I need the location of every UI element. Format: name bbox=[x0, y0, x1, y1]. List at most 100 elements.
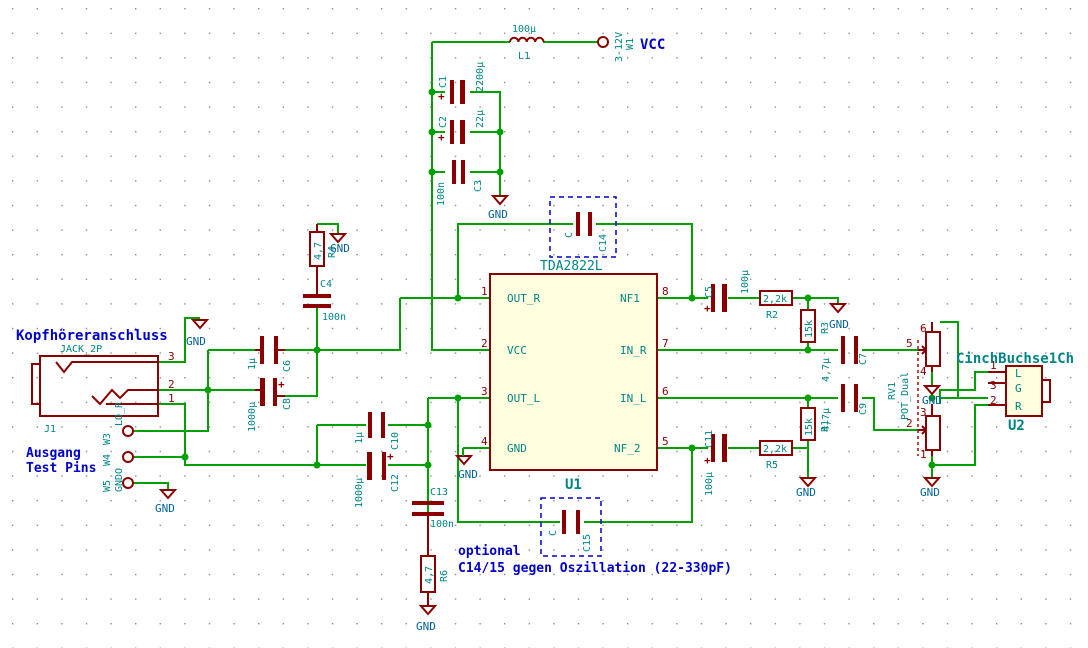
resistor-r4: 4,7 R4 bbox=[309, 224, 338, 280]
w4-value: GNDO bbox=[114, 468, 125, 492]
resistor-r5: 2,2k R5 bbox=[759, 440, 793, 471]
svg-text:GND: GND bbox=[920, 486, 940, 499]
ic-pin-num: 6 bbox=[662, 385, 669, 398]
gnd-symbol: GND bbox=[828, 303, 849, 331]
rv1-value: POT_Dual bbox=[900, 372, 911, 420]
svg-text:1: 1 bbox=[168, 392, 175, 405]
svg-text:1: 1 bbox=[920, 448, 927, 461]
svg-text:GND: GND bbox=[155, 502, 175, 515]
svg-text:+: + bbox=[278, 378, 285, 391]
headphone-jack-j1: 3 2 1 JACK_2P J1 bbox=[31, 344, 175, 435]
inductor-l1: 100µ L1 bbox=[509, 24, 545, 62]
gnd-symbol: GND bbox=[328, 233, 350, 255]
gnd-symbol: GND bbox=[796, 477, 818, 499]
ic-pin-num: 4 bbox=[481, 435, 488, 448]
c14-ref: C14 bbox=[598, 234, 609, 252]
capacitor-c3: 100n C3 bbox=[436, 160, 484, 206]
svg-text:3: 3 bbox=[990, 379, 997, 392]
r3-ref: R3 bbox=[820, 322, 831, 334]
c1-ref: C1 bbox=[438, 76, 449, 88]
capacitor-c1: + C1 2200µ bbox=[438, 62, 486, 104]
r6-ref: R6 bbox=[439, 570, 450, 582]
c11-value: 100µ bbox=[704, 472, 715, 496]
c14-value: C bbox=[564, 232, 575, 238]
c10-ref: C10 bbox=[390, 432, 401, 450]
w4-ref: W4 bbox=[102, 454, 113, 466]
c13-value: 100n bbox=[430, 519, 454, 530]
c1-value: 2200µ bbox=[475, 62, 486, 92]
ic-pin-num: 8 bbox=[662, 285, 669, 298]
headphone-label: Kopfhöreranschluss bbox=[16, 328, 168, 344]
svg-text:GND: GND bbox=[796, 486, 816, 499]
c6-ref: C6 bbox=[282, 360, 293, 372]
cinch-connector-u2: 1 3 2 L G R U2 bbox=[988, 359, 1051, 434]
resistor-r6: 4,7 R6 bbox=[420, 555, 450, 606]
capacitor-c8: + 1000µ C8 bbox=[247, 378, 293, 432]
svg-text:6: 6 bbox=[920, 322, 927, 335]
j1-ref: J1 bbox=[44, 424, 56, 435]
svg-text:L: L bbox=[1015, 367, 1022, 380]
svg-text:GND: GND bbox=[186, 335, 206, 348]
r5-ref: R5 bbox=[766, 460, 778, 471]
ic-body bbox=[489, 273, 658, 471]
ic-pin-name: OUT_R bbox=[507, 292, 540, 305]
svg-text:+: + bbox=[704, 302, 711, 315]
ic-pin-num: 5 bbox=[662, 435, 669, 448]
c6-value: 1µ bbox=[247, 358, 258, 370]
ic-pin-name: NF1 bbox=[620, 292, 640, 305]
gnd-symbol: GND bbox=[922, 385, 942, 407]
capacitor-c14: C C14 bbox=[564, 212, 609, 252]
resistor-r1: 15k R1 bbox=[800, 407, 831, 441]
r2-ref: R2 bbox=[766, 310, 778, 321]
w1-value: 3-12V bbox=[614, 32, 625, 62]
capacitor-c13: C13 100n bbox=[412, 487, 454, 556]
ic-pin-num: 2 bbox=[481, 337, 488, 350]
wires bbox=[133, 41, 1043, 523]
output-label-line-2: Test Pins bbox=[26, 461, 96, 476]
capacitor-c12: + 1000µ C12 bbox=[354, 450, 401, 508]
ic-pin-name: OUT_L bbox=[507, 392, 540, 405]
vcc-label: VCC bbox=[640, 37, 665, 53]
capacitor-c4: C4 100n bbox=[303, 279, 346, 323]
svg-text:GND: GND bbox=[922, 394, 942, 407]
w1-ref: W1 bbox=[625, 38, 636, 50]
c7-ref: C7 bbox=[858, 353, 869, 365]
svg-text:GND: GND bbox=[330, 242, 350, 255]
c15-value: C bbox=[548, 530, 559, 536]
ic-pin-name: IN_R bbox=[620, 344, 647, 357]
ic-pin-name: VCC bbox=[507, 344, 527, 357]
w5-ref: W5 bbox=[102, 480, 113, 492]
capacitor-c5: + C5 100µ bbox=[704, 270, 751, 315]
r4-value: 4,7 bbox=[313, 242, 324, 260]
c10-value: 1µ bbox=[354, 432, 365, 444]
svg-text:GND: GND bbox=[416, 620, 436, 633]
svg-text:3: 3 bbox=[168, 350, 175, 363]
capacitor-c10: 1µ C10 bbox=[354, 412, 401, 450]
test-point-w1: 3-12V W1 bbox=[597, 32, 636, 62]
c15-ref: C15 bbox=[582, 534, 593, 552]
ic-pin-num: 7 bbox=[662, 337, 669, 350]
ic-pin-num: 1 bbox=[481, 285, 488, 298]
c2-value: 22µ bbox=[475, 110, 486, 128]
c8-ref: C8 bbox=[282, 398, 293, 410]
svg-text:1: 1 bbox=[990, 359, 997, 372]
u2-ref: U2 bbox=[1008, 418, 1025, 434]
svg-text:2: 2 bbox=[990, 394, 997, 407]
c9-value: 4,7µ bbox=[821, 408, 832, 432]
c4-value: 100n bbox=[322, 312, 346, 323]
svg-text:+: + bbox=[387, 450, 394, 463]
c2-ref: C2 bbox=[438, 116, 449, 128]
capacitor-c11: + C11 100µ bbox=[704, 430, 727, 496]
capacitor-c7: 4,7µ C7 bbox=[821, 336, 869, 382]
svg-text:GND: GND bbox=[488, 208, 508, 221]
output-label-line-1: Ausgang bbox=[26, 446, 81, 461]
gnd-symbol: GND bbox=[416, 605, 438, 633]
resistor-r2: 2,2k R2 bbox=[759, 290, 793, 321]
svg-text:2: 2 bbox=[168, 378, 175, 391]
ic-pin-name: NF_2 bbox=[614, 442, 641, 455]
svg-text:4: 4 bbox=[920, 365, 927, 378]
capacitor-c2: + C2 22µ bbox=[438, 110, 486, 144]
svg-text:3: 3 bbox=[920, 406, 927, 419]
ic-name: TDA2822L bbox=[540, 259, 603, 274]
ic-pin-name: GND bbox=[507, 442, 527, 455]
